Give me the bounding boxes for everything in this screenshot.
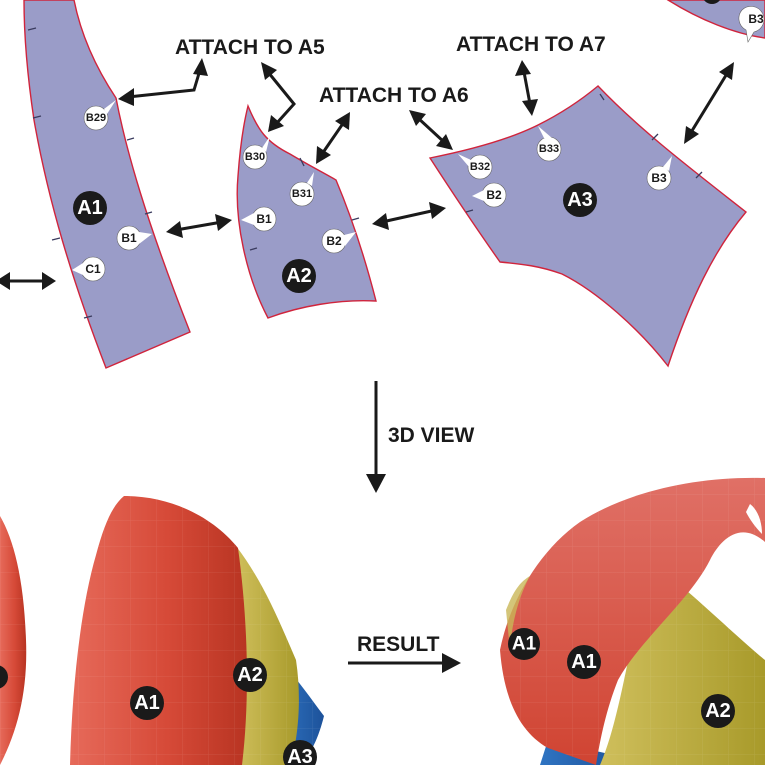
mark-c1: C1 <box>72 256 106 282</box>
notch-mark <box>465 209 474 213</box>
mark-b33: B33 <box>536 126 562 162</box>
svg-text:B2: B2 <box>486 188 502 202</box>
piece-id-disc <box>233 658 267 692</box>
label-attach-a7: ATTACH TO A7 <box>456 33 606 56</box>
piece-a2 <box>236 103 377 319</box>
model-right-a2: A2 <box>705 700 731 722</box>
mark-b2-a3: B2 <box>472 182 507 208</box>
svg-text:B32: B32 <box>470 161 490 173</box>
arrow-b2-a2-to-a3 <box>372 202 446 230</box>
model-right-a1-outer: A1 <box>512 634 537 655</box>
mark-b3-a3: B3 <box>646 156 672 191</box>
notch-mark <box>126 137 135 141</box>
svg-text:B3: B3 <box>748 12 764 26</box>
notch-mark <box>32 115 42 119</box>
piece-a1 <box>23 0 191 369</box>
notch-mark <box>651 133 659 141</box>
svg-text:B31: B31 <box>292 188 312 200</box>
svg-text:B29: B29 <box>86 112 106 124</box>
piece-id-disc <box>701 694 735 728</box>
mark-b29: B29 <box>83 100 116 131</box>
notch-mark <box>249 247 258 251</box>
label-attach-a6: ATTACH TO A6 <box>319 84 469 107</box>
notch-mark <box>144 211 153 215</box>
mark-b1-a2: B1 <box>241 206 277 232</box>
notch-mark <box>351 217 360 221</box>
notch-mark <box>299 157 305 167</box>
notch-mark <box>51 237 61 241</box>
arrow-3d-view <box>366 381 386 493</box>
model-left-shell <box>70 496 324 765</box>
notch-mark <box>83 315 93 319</box>
notch-mark <box>27 27 37 31</box>
svg-text:B33: B33 <box>539 143 559 155</box>
arrow-b3-to-a4 <box>684 62 734 144</box>
piece-a3 <box>428 85 748 368</box>
mark-b31: B31 <box>289 172 315 207</box>
mark-b30: B30 <box>242 136 270 170</box>
piece-a2-label: A2 <box>286 265 312 287</box>
arrow-b31-to-a6 <box>316 112 350 164</box>
svg-text:B3: B3 <box>651 171 667 185</box>
model-left-a1: A1 <box>134 692 160 714</box>
mark-b3-top-right: B3 <box>738 6 765 43</box>
piece-id-disc <box>283 740 317 765</box>
arrow-b1-a1-to-a2 <box>166 214 232 238</box>
svg-text:B2: B2 <box>326 234 342 248</box>
piece-id-disc <box>73 191 107 225</box>
model-left-a3: A3 <box>287 746 313 765</box>
arrow-b30-to-a5 <box>261 62 296 132</box>
mark-b2-a2: B2 <box>321 228 356 254</box>
piece-id-disc <box>130 686 164 720</box>
piece-a3-label: A3 <box>567 189 593 211</box>
mark-b32: B32 <box>458 154 493 180</box>
arrow-b32-to-a6 <box>409 110 453 150</box>
label-attach-a5: ATTACH TO A5 <box>175 36 325 59</box>
arrow-result <box>348 653 461 673</box>
piece-id-disc <box>282 259 316 293</box>
svg-text:C1: C1 <box>85 262 101 276</box>
model-right-a1: A1 <box>571 651 597 673</box>
piece-a1-label: A1 <box>77 197 103 219</box>
notch-mark <box>695 171 703 179</box>
arrow-c1-left <box>0 272 56 290</box>
mark-b1-a1: B1 <box>116 225 152 251</box>
piece-id-disc <box>563 183 597 217</box>
partial-piece-disc-right <box>704 0 720 4</box>
label-result: RESULT <box>357 633 440 656</box>
svg-text:B1: B1 <box>121 231 137 245</box>
model-left-a2: A2 <box>237 664 263 686</box>
piece-id-disc <box>567 645 601 679</box>
model-right-shell <box>500 477 765 765</box>
arrow-b29-to-a5 <box>118 58 208 106</box>
svg-text:B30: B30 <box>245 151 265 163</box>
svg-text:B1: B1 <box>256 212 272 226</box>
arrow-b33-to-a7 <box>515 60 538 116</box>
notch-mark <box>599 93 605 101</box>
label-3d-view: 3D VIEW <box>388 424 475 447</box>
piece-id-disc <box>508 628 540 660</box>
shell-partial-left <box>0 516 27 765</box>
